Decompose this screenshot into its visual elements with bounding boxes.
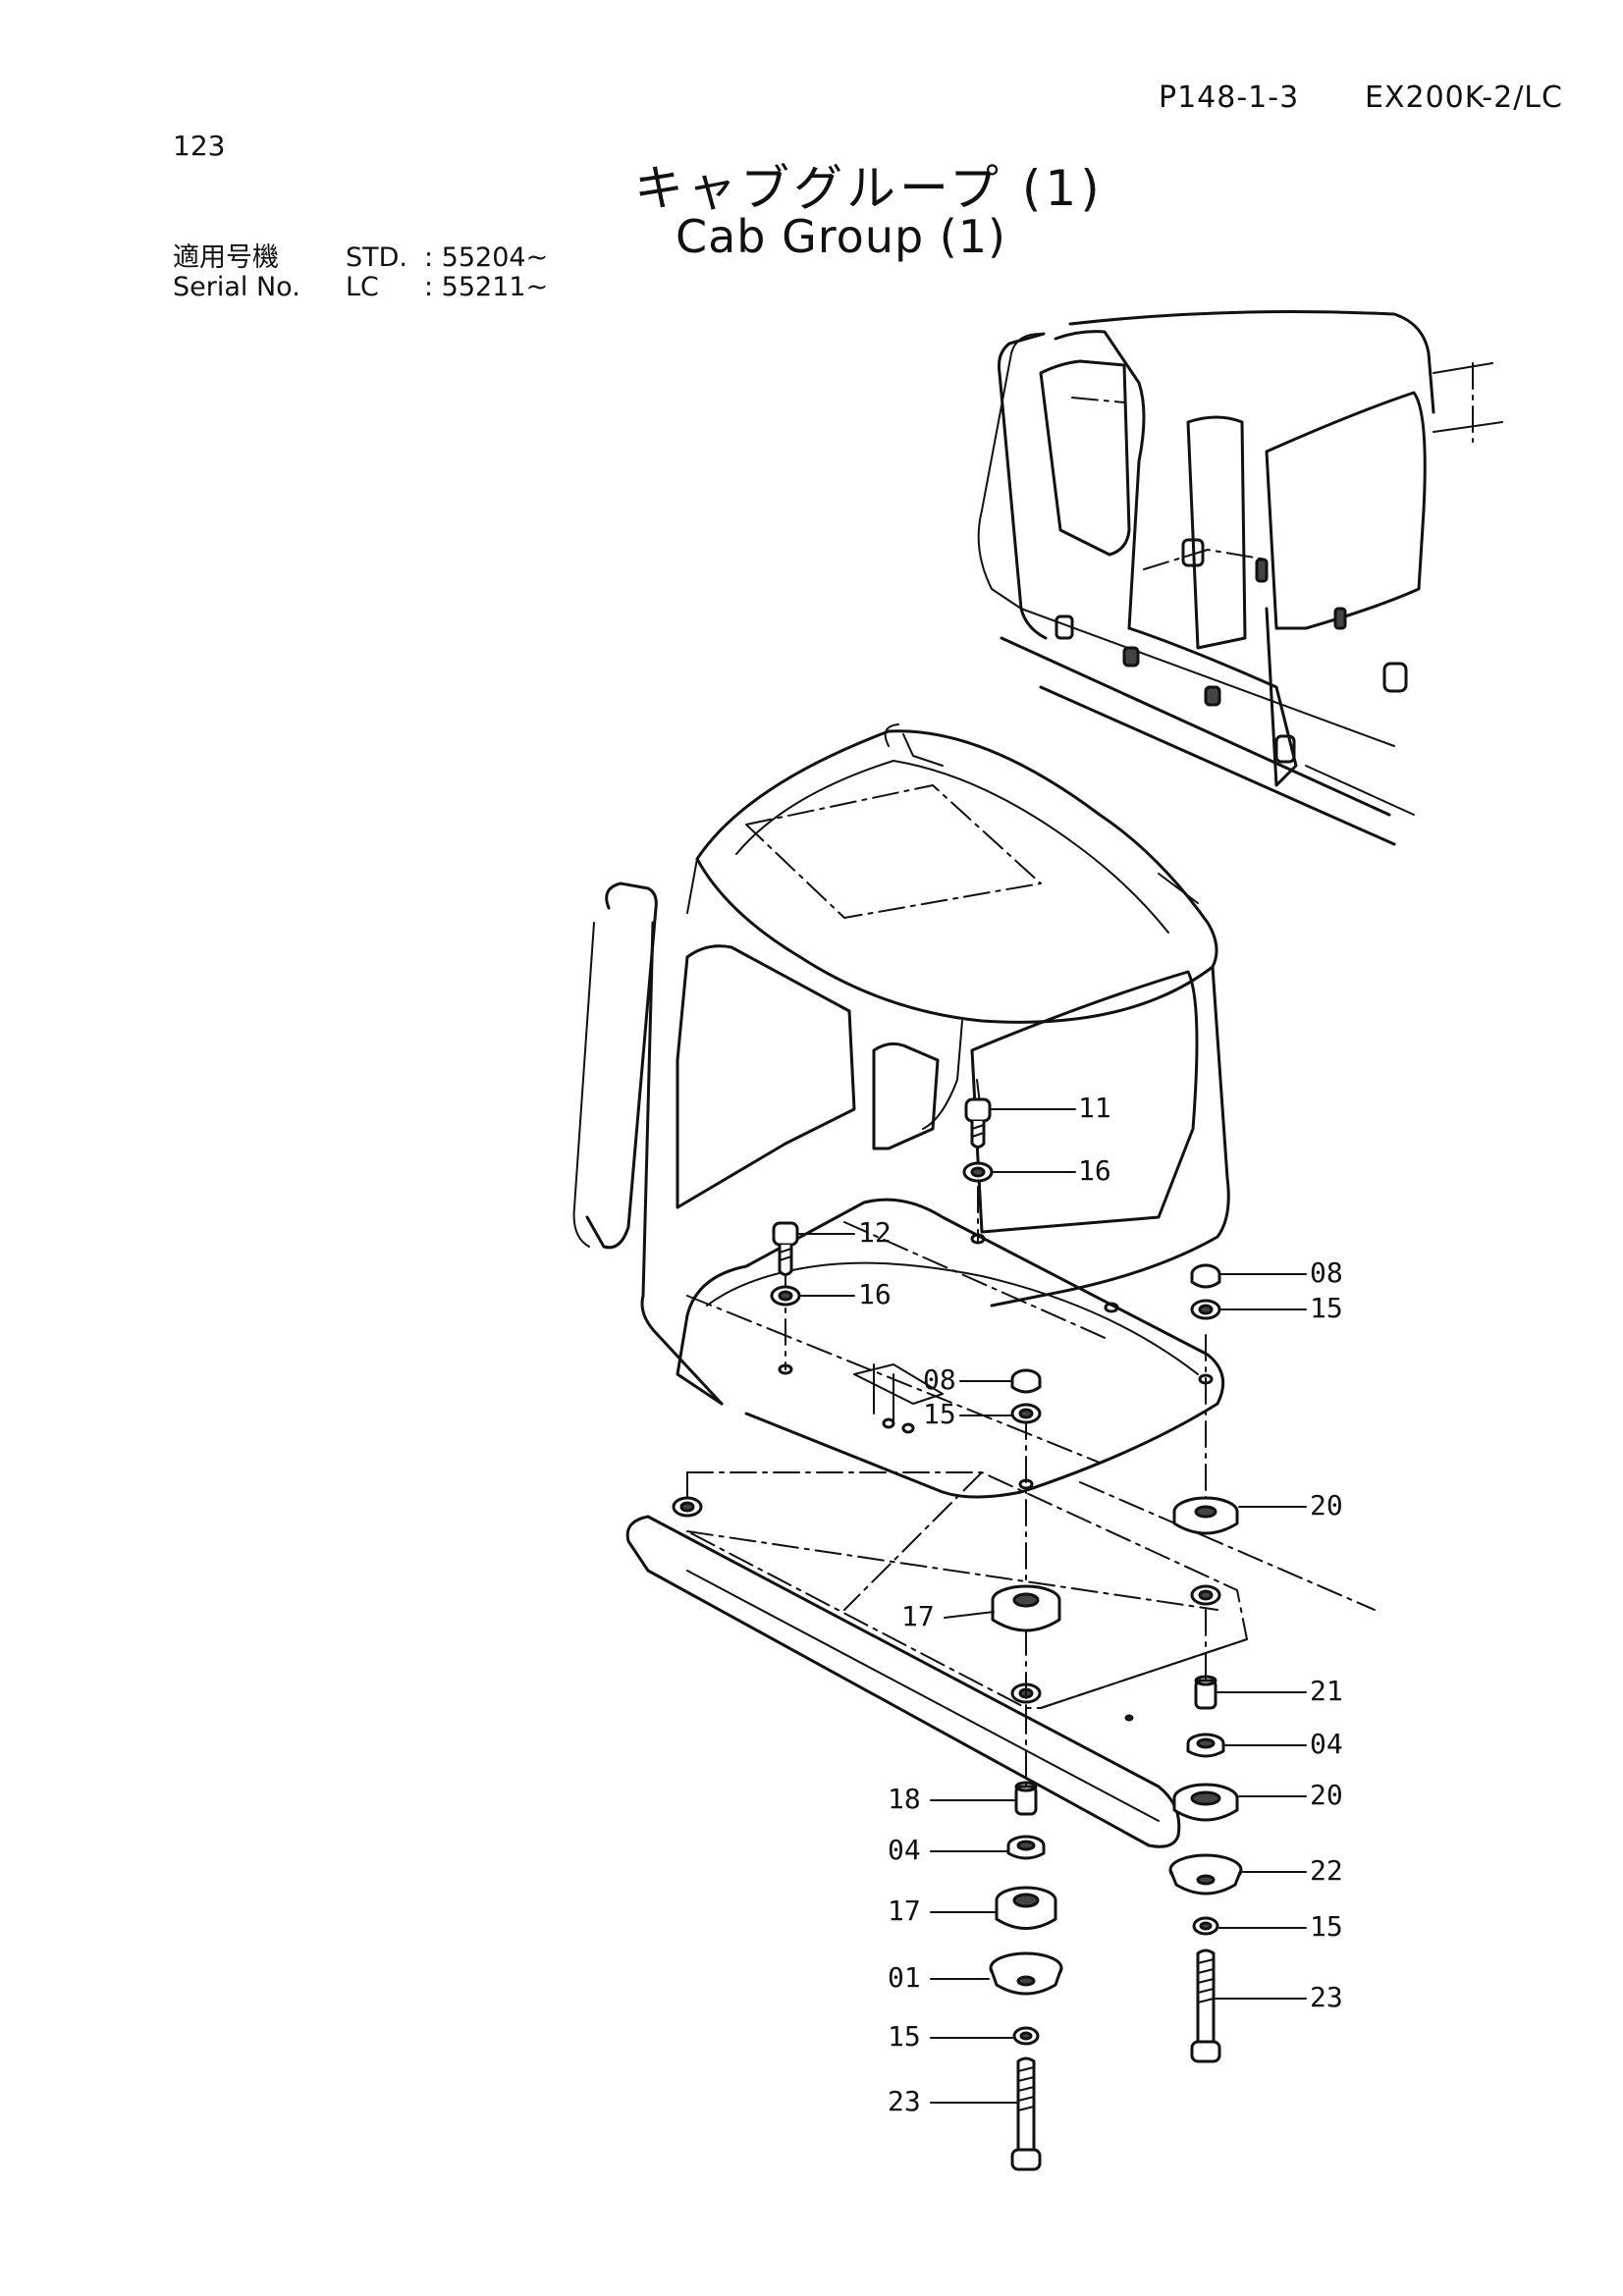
callout-08-center: 08 xyxy=(923,1363,956,1396)
part-04-plate-center xyxy=(1006,1835,1046,1860)
serial-variant-std: STD. xyxy=(346,242,408,273)
callout-23-center: 23 xyxy=(888,2085,921,2117)
inset-cab-on-frame xyxy=(977,310,1503,846)
callout-12: 12 xyxy=(858,1216,892,1249)
part-17-mount-upper xyxy=(991,1584,1061,1632)
part-12-bolt xyxy=(772,1221,799,1276)
callout-17-lower: 17 xyxy=(888,1895,921,1927)
callout-16-left: 16 xyxy=(858,1278,892,1310)
callout-15-right-lower: 15 xyxy=(1310,1910,1343,1943)
serial-range-std: : 55204~ xyxy=(424,242,549,273)
callout-21: 21 xyxy=(1310,1675,1343,1707)
callout-15-center-lower: 15 xyxy=(888,2020,921,2053)
callout-23-right: 23 xyxy=(1310,1981,1343,2013)
callout-04-center: 04 xyxy=(888,1834,921,1866)
page-number: 123 xyxy=(173,130,226,162)
model-name: EX200K-2/LC xyxy=(1365,80,1563,115)
callout-20-upper: 20 xyxy=(1310,1489,1343,1522)
callout-11: 11 xyxy=(1078,1092,1111,1124)
callout-17-upper: 17 xyxy=(901,1600,935,1632)
part-20-damper-lower xyxy=(1172,1783,1239,1822)
part-17-mount-lower xyxy=(995,1886,1057,1930)
callout-15-right: 15 xyxy=(1310,1292,1343,1324)
part-08-nut-center xyxy=(1010,1368,1042,1394)
part-20-damper-upper xyxy=(1172,1496,1239,1535)
serial-range-lc: : 55211~ xyxy=(424,272,549,302)
part-23-bolt-center xyxy=(1010,2056,1042,2171)
serial-variant-lc: LC xyxy=(346,272,379,302)
title-english: Cab Group (1) xyxy=(676,210,1006,263)
callout-leaders xyxy=(798,1108,1307,2104)
base-frame xyxy=(625,1471,1376,1848)
callout-04-right: 04 xyxy=(1310,1728,1343,1760)
part-04-plate-right xyxy=(1186,1733,1225,1758)
part-dash-lines xyxy=(784,1143,1207,1797)
callout-20-lower: 20 xyxy=(1310,1779,1343,1811)
callout-16-top: 16 xyxy=(1078,1154,1111,1187)
part-21-collar xyxy=(1194,1675,1217,1710)
part-18-collar xyxy=(1014,1781,1038,1816)
callout-08-right: 08 xyxy=(1310,1256,1343,1289)
part-08-nut-right xyxy=(1190,1263,1221,1289)
part-22-cup xyxy=(1168,1853,1243,1896)
serial-label-en: Serial No. xyxy=(173,272,300,302)
cab-body xyxy=(572,723,1230,1499)
part-23-bolt-right xyxy=(1190,1949,1221,2063)
title-japanese: キャブグループ (1) xyxy=(634,160,1104,217)
page-code: P148-1-3 xyxy=(1159,80,1300,115)
callout-01: 01 xyxy=(888,1961,921,1994)
part-11-bolt xyxy=(964,1097,992,1148)
callout-15-center: 15 xyxy=(923,1398,956,1430)
callout-22: 22 xyxy=(1310,1854,1343,1887)
serial-label-jp: 適用号機 xyxy=(173,242,279,273)
callout-18: 18 xyxy=(888,1783,921,1815)
part-01-cup xyxy=(989,1951,1063,1996)
